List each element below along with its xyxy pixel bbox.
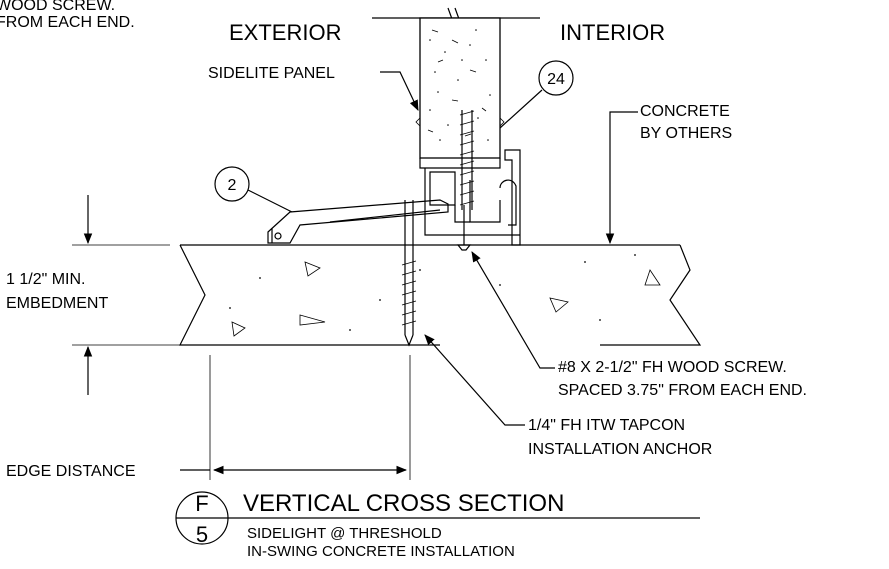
wood-screw [459,110,475,210]
embedment-dimension [72,195,410,395]
callout-2-leader [247,189,293,213]
callout-24-leader [499,89,543,129]
edge-distance-label: EDGE DISTANCE [6,463,136,480]
concrete-slab [179,244,702,346]
exterior-label: EXTERIOR [229,20,341,45]
tapcon-label-line2: INSTALLATION ANCHOR [528,441,712,458]
sidelite-panel-label: SIDELITE PANEL [208,65,335,82]
callout-24 [538,60,574,96]
embedment-label-line2: EMBEDMENT [6,295,108,312]
callout-24-text: 24 [547,71,565,88]
detail-title-block [175,491,700,545]
interior-label: INTERIOR [560,20,665,45]
sidelite-panel-leader [380,71,419,111]
concrete-label-line2: BY OTHERS [640,125,732,142]
detail-subtitle-line1: SIDELIGHT @ THRESHOLD [247,525,442,542]
tapcon-anchor [401,200,417,347]
wood-screw-label-line2: SPACED 3.75" FROM EACH END. [558,382,807,399]
detail-letter: F [195,491,208,516]
detail-subtitle-line2: IN-SWING CONCRETE INSTALLATION [247,543,515,560]
embedment-label-line1: 1 1/2" MIN. [6,271,85,288]
threshold-sill [267,199,449,244]
tapcon-label-line1: 1/4" FH ITW TAPCON [528,417,685,434]
callout-2 [214,166,250,202]
callout-2-text: 2 [228,177,237,194]
top-left-note-line1: WOOD SCREW. [0,0,115,14]
floor-fastener [456,205,472,251]
sheet-number: 5 [196,522,208,547]
frame-extrusion [419,149,521,246]
edge-distance-dimension [180,355,411,480]
top-left-note-line2: FROM EACH END. [0,14,135,31]
concrete-label-line1: CONCRETE [640,103,730,120]
concrete-leader [605,111,638,245]
wood-screw-label-line1: #8 X 2-1/2" FH WOOD SCREW. [558,359,787,376]
sidelite-panel [415,17,505,159]
detail-title: VERTICAL CROSS SECTION [243,490,564,517]
tapcon-leader [424,334,525,426]
wood-screw-leader [471,251,555,369]
